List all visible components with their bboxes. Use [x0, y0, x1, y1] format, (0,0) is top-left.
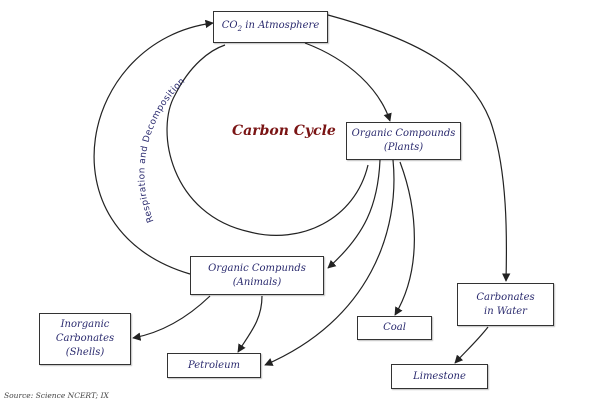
node-inorganic-line3: (Shells): [65, 347, 105, 358]
arrow-plants-to-petroleum: [264, 159, 395, 366]
node-limestone-label: Limestone: [413, 370, 466, 382]
node-organic-animals: Organic Compunds (Animals): [190, 256, 324, 295]
arrow-atmosphere-to-plants: [304, 42, 392, 122]
node-organic-plants-line2: (Plants): [383, 142, 424, 153]
node-coal-label: Coal: [383, 322, 406, 333]
arrow-animals-to-atmosphere: [93, 19, 214, 275]
node-coal: Coal: [357, 316, 432, 340]
node-inorganic-line2: Carbonates: [55, 333, 115, 344]
arrow-animals-to-petroleum: [237, 295, 263, 353]
node-inorganic-line1: Inorganic: [60, 319, 110, 330]
diagram-title: Carbon Cycle: [232, 123, 336, 139]
node-carbonates-water-line2: in Water: [484, 305, 527, 317]
arrow-water-to-limestone: [454, 326, 489, 364]
arrow-plants-to-animals: [327, 159, 381, 269]
cycle-label: Respiration and Decomposition: [137, 76, 187, 223]
node-petroleum: Petroleum: [167, 353, 261, 378]
arrow-atmosphere-to-carbonates-water: [327, 14, 511, 282]
node-petroleum-label: Petroleum: [187, 359, 241, 371]
arrow-plants-to-coal: [394, 161, 415, 316]
arc-photosynthesis-cycle: [166, 44, 369, 236]
arrow-animals-to-inorganic: [132, 295, 211, 341]
node-inorganic-carbonates: Inorganic Carbonates (Shells): [39, 313, 131, 365]
source-caption: Source: Science NCERT; IX: [4, 391, 109, 400]
node-carbonates-water-line1: Carbonates: [476, 291, 535, 303]
node-organic-plants-line1: Organic Compounds: [351, 128, 456, 139]
node-organic-animals-line1: Organic Compunds: [208, 262, 306, 274]
node-carbonates-water: Carbonates in Water: [457, 283, 554, 326]
node-limestone: Limestone: [391, 364, 488, 389]
node-co2-atmosphere: CO2 in Atmosphere: [213, 11, 328, 43]
node-organic-animals-line2: (Animals): [232, 276, 282, 288]
node-organic-plants: Organic Compounds (Plants): [346, 122, 461, 160]
node-co2-atmosphere-label: CO2 in Atmosphere: [221, 19, 320, 33]
